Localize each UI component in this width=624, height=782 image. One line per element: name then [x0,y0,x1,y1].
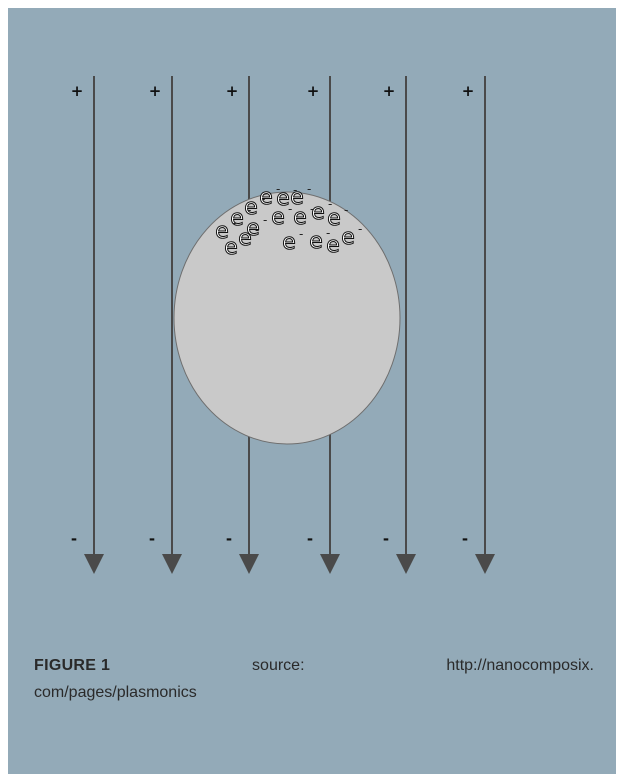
electron: e- [215,216,237,245]
electron-symbol: e [341,225,355,250]
electron-symbol: e [290,185,304,210]
electron-symbol: e [244,195,258,220]
electron-charge: - [263,213,267,227]
electron: e- [326,230,348,259]
electron-charge: - [343,230,347,244]
electron: e- [293,202,315,231]
electron-charge: - [288,202,292,216]
positive-charge: + [226,82,239,100]
electron-charge: - [276,182,280,196]
electron-charge: - [310,202,314,216]
negative-charge: - [462,530,468,548]
negative-charge: - [307,530,313,548]
electron-symbol: e [224,235,238,260]
positive-charge: + [307,82,320,100]
nanoparticle [173,191,401,445]
arrow-head [84,554,104,574]
electron-symbol: e [259,185,273,210]
electron: e- [290,182,312,211]
arrow-head [396,554,416,574]
positive-charge: + [149,82,162,100]
electron: e- [341,222,363,251]
field-line-1: +- [71,76,104,574]
electron-symbol: e [309,229,323,254]
caption-line-1: FIGURE 1 source: http://nanocomposix. [34,652,594,679]
electron: e- [244,192,266,221]
field-line-6: +- [462,76,495,574]
electron-charge: - [261,192,265,206]
electron-cloud: e-e-e-e-e-e-e-e-e-e-e-e-e-e-e-e-e- [215,182,363,261]
electron: e- [259,182,281,211]
electron-symbol: e [215,219,229,244]
electron-symbol: e [293,205,307,230]
electron-charge: - [358,222,362,236]
electron: e- [230,203,252,232]
source-url-part2: com/pages/plasmonics [34,684,197,701]
plasmon-diagram: +-+-+-+-+-+- e-e-e-e-e-e-e-e-e-e-e-e-e-e… [71,76,495,574]
figure-label: FIGURE 1 [34,657,111,674]
electron-charge: - [299,227,303,241]
electron-symbol: e [311,200,325,225]
electron-symbol: e [276,186,290,211]
negative-charge: - [226,530,232,548]
electron-symbol: e [271,205,285,230]
electron-symbol: e [327,206,341,231]
electron-charge: - [247,203,251,217]
electron-charge: - [344,203,348,217]
source-label: source: [252,657,305,674]
electron: e- [311,197,333,226]
arrow-head [239,554,259,574]
electron-symbol: e [326,233,340,258]
electron-symbol: e [230,206,244,231]
positive-charge: + [71,82,84,100]
arrow-head [162,554,182,574]
electron-charge: - [293,183,297,197]
electron: e- [238,223,260,252]
arrow-head [320,554,340,574]
electron: e- [246,213,268,242]
caption-line-2: com/pages/plasmonics [34,679,594,706]
electron-charge: - [241,232,245,246]
electron-symbol: e [246,216,260,241]
electron: e- [276,183,298,212]
figure-panel: +-+-+-+-+-+- e-e-e-e-e-e-e-e-e-e-e-e-e-e… [8,8,616,774]
electron: e- [224,232,246,261]
electron-charge: - [307,182,311,196]
source-url-part1: http://nanocomposix. [446,657,594,674]
positive-charge: + [462,82,475,100]
electron-charge: - [255,223,259,237]
field-line-2: +- [149,76,182,574]
electron-symbol: e [238,226,252,251]
electron: e- [309,226,331,255]
arrow-head [475,554,495,574]
electron-charge: - [328,197,332,211]
negative-charge: - [383,530,389,548]
electron: e- [327,203,349,232]
positive-charge: + [383,82,396,100]
electron-charge: - [326,226,330,240]
electron-symbol: e [282,230,296,255]
field-line-5: +- [383,76,416,574]
electron: e- [271,202,293,231]
electron: e- [282,227,304,256]
electron-charge: - [232,216,236,230]
negative-charge: - [149,530,155,548]
figure-caption: FIGURE 1 source: http://nanocomposix. co… [34,652,594,706]
negative-charge: - [71,530,77,548]
